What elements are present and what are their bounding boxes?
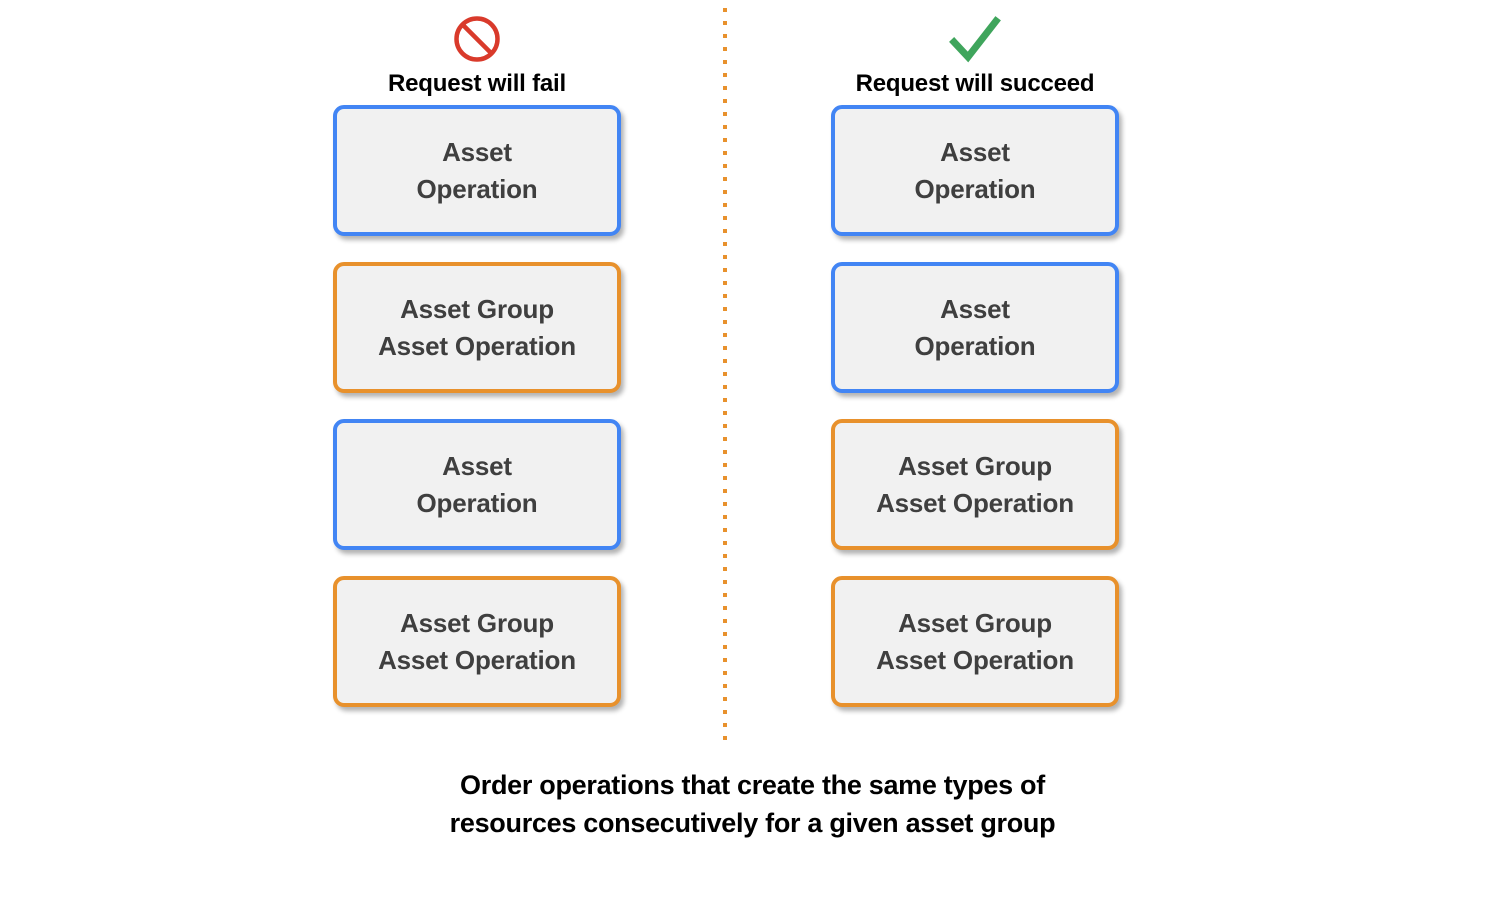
card-asset-operation[interactable]: Asset Operation bbox=[831, 105, 1119, 236]
column-request-will-succeed: Request will succeed Asset Operation Ass… bbox=[795, 0, 1155, 707]
card-asset-operation[interactable]: Asset Operation bbox=[831, 262, 1119, 393]
prohibition-icon bbox=[452, 8, 502, 70]
column-header-fail: Request will fail bbox=[297, 0, 657, 105]
card-label: Asset Group Asset Operation bbox=[876, 607, 1074, 675]
card-label: Asset Group Asset Operation bbox=[378, 293, 576, 361]
card-label: Asset Operation bbox=[416, 450, 538, 518]
card-label: Asset Operation bbox=[416, 136, 538, 204]
check-icon bbox=[945, 8, 1005, 70]
card-label: Asset Group Asset Operation bbox=[876, 450, 1074, 518]
card-asset-operation[interactable]: Asset Operation bbox=[333, 419, 621, 550]
card-label: Asset Operation bbox=[914, 293, 1036, 361]
card-asset-group-asset-operation[interactable]: Asset Group Asset Operation bbox=[831, 576, 1119, 707]
diagram-caption: Order operations that create the same ty… bbox=[449, 770, 1056, 838]
card-list-succeed: Asset Operation Asset Operation Asset Gr… bbox=[795, 105, 1155, 707]
card-label: Asset Operation bbox=[914, 136, 1036, 204]
card-label: Asset Group Asset Operation bbox=[378, 607, 576, 675]
column-divider bbox=[723, 8, 727, 740]
card-list-fail: Asset Operation Asset Group Asset Operat… bbox=[297, 105, 657, 707]
column-header-label-fail: Request will fail bbox=[388, 70, 566, 97]
column-request-will-fail: Request will fail Asset Operation Asset … bbox=[297, 0, 657, 707]
card-asset-group-asset-operation[interactable]: Asset Group Asset Operation bbox=[333, 576, 621, 707]
card-asset-group-asset-operation[interactable]: Asset Group Asset Operation bbox=[831, 419, 1119, 550]
card-asset-group-asset-operation[interactable]: Asset Group Asset Operation bbox=[333, 262, 621, 393]
column-header-succeed: Request will succeed bbox=[795, 0, 1155, 105]
card-asset-operation[interactable]: Asset Operation bbox=[333, 105, 621, 236]
column-header-label-succeed: Request will succeed bbox=[855, 70, 1095, 97]
